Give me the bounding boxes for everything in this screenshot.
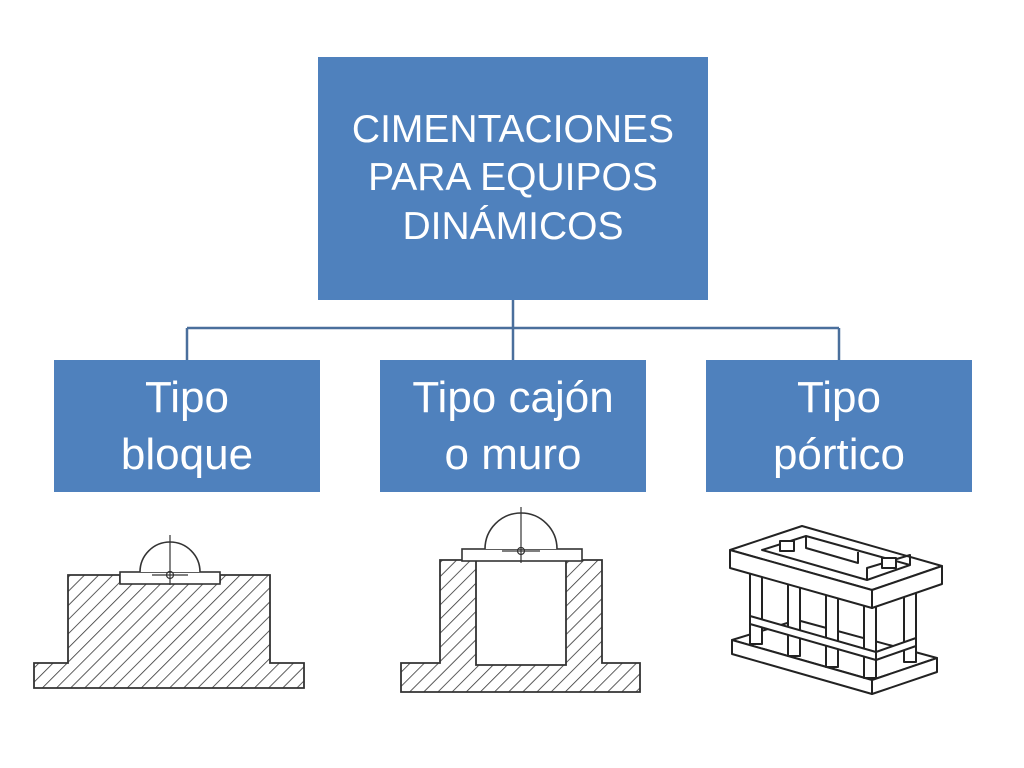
box-axis-center [516, 546, 526, 556]
portal-column [787, 583, 801, 657]
block-axis-center [165, 570, 175, 580]
portal-column [903, 591, 917, 663]
portal-top-deck-side [871, 565, 943, 609]
portal-deck-pit-wall [805, 536, 859, 564]
portal-frame-foundation-drawing [729, 525, 943, 695]
node-tipo-portico: Tipo pórtico [706, 360, 972, 492]
node-tipo-bloque-label: Tipo bloque [120, 372, 254, 479]
box-wall-foundation-body [400, 559, 641, 693]
portal-lower-beam-side [875, 637, 917, 661]
root-node-label: CIMENTACIONES PARA EQUIPOS DINÁMICOS [351, 107, 675, 248]
root-node: CIMENTACIONES PARA EQUIPOS DINÁMICOS [318, 57, 708, 300]
node-tipo-cajon-label: Tipo cajón o muro [412, 372, 614, 479]
node-tipo-bloque: Tipo bloque [54, 360, 320, 492]
node-tipo-cajon: Tipo cajón o muro [380, 360, 646, 492]
block-foundation-drawing [33, 535, 305, 689]
portal-column [749, 573, 763, 645]
portal-column [863, 605, 877, 679]
block-foundation-body [33, 574, 305, 689]
node-tipo-portico-label: Tipo pórtico [772, 372, 906, 479]
portal-base-slab-side [871, 657, 938, 695]
portal-column [825, 594, 839, 668]
portal-machine-pedestal [779, 540, 795, 552]
box-wall-foundation-drawing [400, 507, 641, 693]
portal-machine-pedestal [881, 557, 897, 569]
